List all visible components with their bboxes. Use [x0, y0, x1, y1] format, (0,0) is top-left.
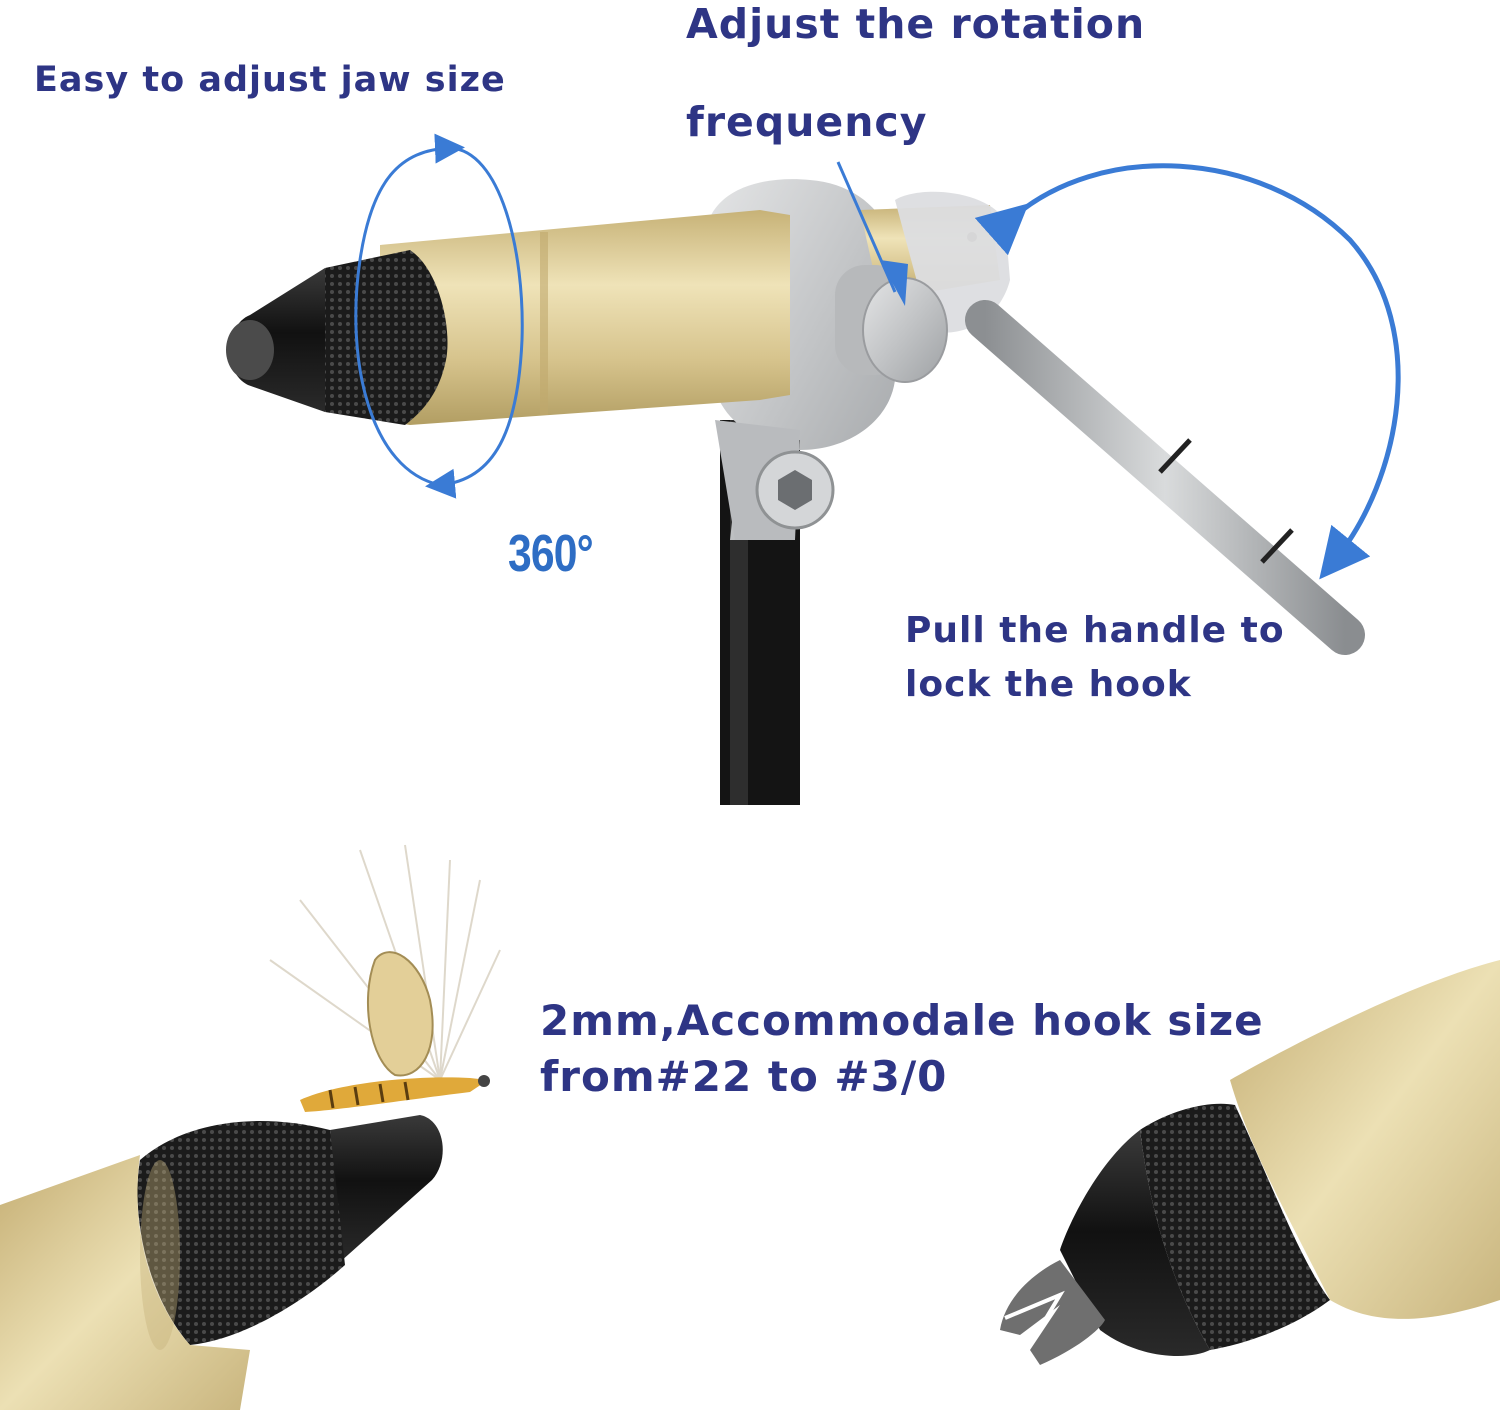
rotation-caption-line1: Adjust the rotation: [686, 0, 1146, 48]
vise-assembly: [226, 179, 1365, 805]
hook-size-caption-line2: from#22 to #3/0: [540, 1052, 948, 1101]
jaw-knurl-right: [1140, 1103, 1330, 1350]
handle-caption-line2: lock the hook: [905, 664, 1192, 705]
fly-wing: [366, 951, 434, 1077]
jaw-knurl: [325, 250, 448, 425]
rotation-caption-line2: frequency: [686, 98, 928, 146]
jaw-barrel: [380, 210, 790, 425]
handle-caption-line1: Pull the handle to: [905, 610, 1285, 651]
jaw-with-fly: [0, 844, 501, 1410]
jaw-closeup: [1000, 960, 1500, 1365]
jaw-size-caption: Easy to adjust jaw size: [34, 60, 506, 100]
degrees-caption: 360°: [508, 525, 594, 583]
jaw-barrel-lower: [0, 1155, 250, 1410]
rotation-pointer-arrow: [836, 161, 908, 306]
handle-rod: [965, 300, 1365, 655]
jaw-barrel-right: [1230, 960, 1500, 1319]
fly-body: [300, 1077, 488, 1112]
jaw-tips: [1000, 1260, 1105, 1365]
rotation-arrow-360: [354, 133, 524, 499]
hook-size-caption-line1: 2mm,Accommodale hook size: [540, 996, 1264, 1045]
jaw-knurl-lower: [137, 1121, 345, 1345]
handle-swing-arrow: [974, 163, 1401, 580]
